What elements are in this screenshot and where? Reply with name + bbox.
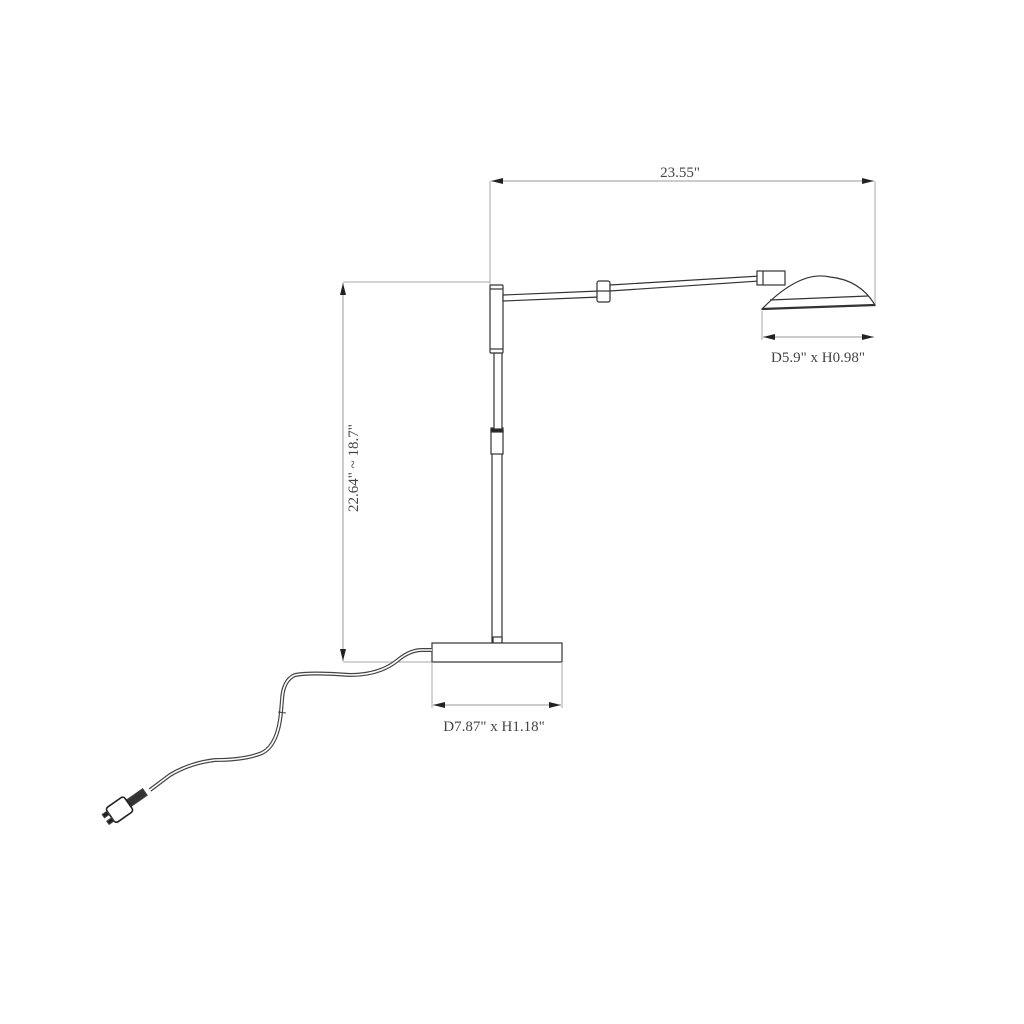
power-cord <box>101 648 432 826</box>
lower-pole <box>491 451 503 643</box>
pivot-block <box>489 284 504 354</box>
lower-arm <box>502 290 600 302</box>
base-size-label: D7.87" x H1.18" <box>443 719 544 735</box>
lamp-shade <box>760 275 877 310</box>
upper-pole <box>493 352 503 430</box>
lamp-base <box>431 642 563 663</box>
arm-reach-dimension: 23.55" <box>489 165 876 306</box>
height-range-label: 22.64" ~ 18.7" <box>346 424 362 512</box>
lamp-drawing <box>431 270 877 663</box>
plug-icon <box>101 787 148 826</box>
shade-size-label: D5.9" x H0.98" <box>771 350 865 366</box>
arm-reach-label: 23.55" <box>660 165 700 181</box>
shade-connector <box>756 270 786 286</box>
shade-dimension: D5.9" x H0.98" <box>761 311 874 366</box>
upper-arm <box>609 275 761 292</box>
pole-sleeve <box>490 429 504 455</box>
pole-foot <box>492 636 503 644</box>
height-dimension: 22.64" ~ 18.7" <box>340 281 490 663</box>
base-dimension: D7.87" x H1.18" <box>431 662 563 735</box>
